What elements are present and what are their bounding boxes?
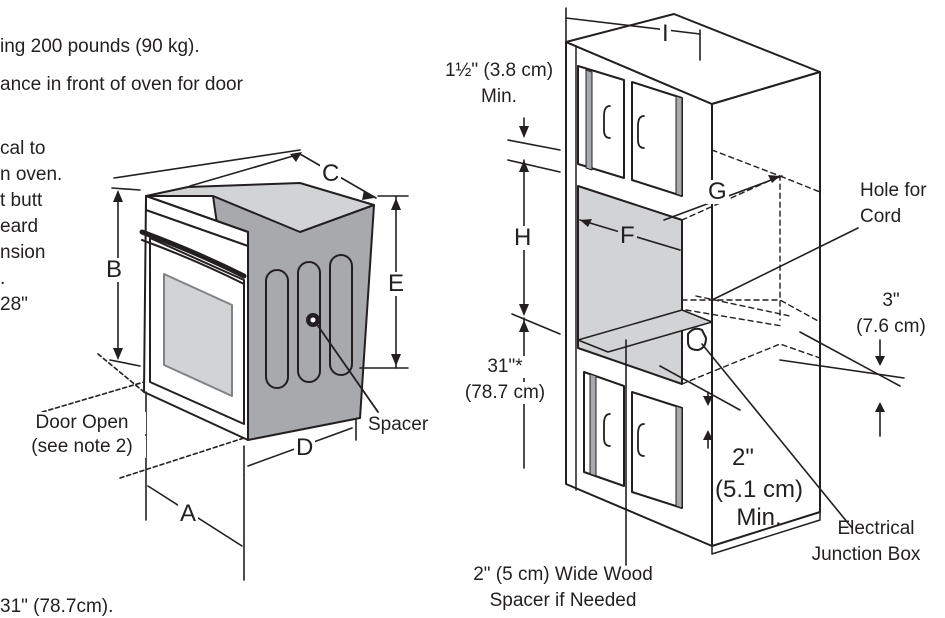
label-bottom-2in: 2" <box>732 444 754 471</box>
label-dim-e: E <box>386 270 407 297</box>
oven-drawing <box>139 182 379 441</box>
label-wood-spacer-needed: Spacer if Needed <box>489 590 637 611</box>
label-cord: Cord <box>860 206 902 227</box>
vent-3 <box>329 254 353 376</box>
label-wood-spacer: 2" (5 cm) Wide Wood <box>473 564 653 585</box>
note-line-6: eard <box>0 216 39 237</box>
spacer-knob-hole <box>310 317 316 323</box>
label-dim-d: D <box>294 434 316 461</box>
oven-window <box>163 273 233 397</box>
label-dim-i: I <box>660 20 671 47</box>
oven-handle <box>139 229 247 279</box>
oven-handle-lower <box>141 239 245 285</box>
note-line-3: cal to <box>0 138 46 159</box>
note-line-9: 28" <box>0 294 28 315</box>
vent-1 <box>265 269 289 389</box>
note-line-1: ing 200 pounds (90 kg). <box>0 36 200 57</box>
note-line-4: n oven. <box>0 164 63 185</box>
oven-control-strip <box>145 195 249 247</box>
label-junction-box: Junction Box <box>811 544 921 565</box>
arrowheads <box>113 126 885 440</box>
label-dim-g: G <box>706 178 729 205</box>
oven-top-panel <box>145 182 375 233</box>
upper-door-left <box>577 65 625 179</box>
label-top-clearance-min: Min. <box>481 86 517 107</box>
label-floor-height-cm: (78.7 cm) <box>448 382 562 404</box>
label-right-3in-cm: (7.6 cm) <box>856 316 926 337</box>
cabinet-drawing <box>565 13 859 566</box>
label-spacer: Spacer <box>368 414 429 435</box>
note-line-5: t butt <box>0 190 43 211</box>
spacer-leader <box>315 322 379 413</box>
upper-door-right <box>631 81 683 197</box>
label-floor-height: 31"* <box>448 356 562 378</box>
label-bottom-2in-cm: (5.1 cm) <box>714 476 803 503</box>
label-dim-b: B <box>104 256 125 283</box>
label-right-3in: 3" <box>882 290 900 311</box>
label-dim-a: A <box>178 500 199 527</box>
label-door-open: Door Open <box>18 412 146 434</box>
note-line-8: . <box>0 268 6 289</box>
label-dim-f: F <box>618 222 637 249</box>
note-line-7: nsion <box>0 242 46 263</box>
cutout-opening <box>577 185 683 385</box>
label-electrical: Electrical <box>837 518 915 539</box>
label-dim-c: C <box>320 160 342 187</box>
label-hole-for: Hole for <box>860 180 927 201</box>
label-dim-h: H <box>512 224 534 251</box>
label-top-clearance: 1½" (3.8 cm) <box>444 60 554 81</box>
label-bottom-min: Min. <box>736 504 782 531</box>
lower-door-right <box>631 391 683 509</box>
note-line-2: ance in front of oven for door <box>0 74 243 95</box>
cabinet-side <box>711 71 821 547</box>
note-bottom: 31" (78.7cm). <box>0 596 114 617</box>
label-door-open-note: (see note 2) <box>18 436 146 458</box>
